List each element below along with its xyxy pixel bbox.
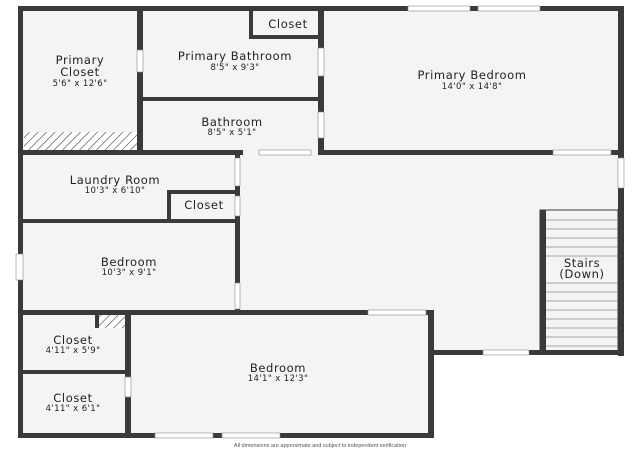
disclaimer: All dimensions are approximate and subje… [234, 443, 406, 449]
bedroom-left-dims: 10'3" x 9'1" [102, 268, 157, 278]
primary-bedroom-name: Primary Bedroom [417, 68, 526, 82]
bathroom-dims: 8'5" x 5'1" [208, 128, 257, 138]
closet-lower1-name: Closet [53, 333, 92, 347]
laundry-room-dims: 10'3" x 6'10" [85, 186, 146, 196]
stairs-name-2: (Down) [559, 267, 604, 281]
primary-closet-name-1: Primary [56, 53, 105, 67]
closet-lower1-dims: 4'11" x 5'9" [46, 346, 101, 356]
closet-top-name: Closet [268, 17, 307, 31]
bathroom-name: Bathroom [201, 115, 262, 129]
primary-closet-shelf [24, 132, 137, 152]
stairs-name-1: Stairs [564, 256, 600, 270]
closet-lower2-name: Closet [53, 391, 92, 405]
primary-bedroom-dims: 14'0" x 14'8" [442, 82, 503, 92]
primary-bathroom-dims: 8'5" x 9'3" [211, 63, 260, 73]
bedroom-bottom-dims: 14'1" x 12'3" [248, 374, 309, 384]
chase-hatch [97, 314, 127, 328]
floor-area [20, 8, 622, 436]
bedroom-left-name: Bedroom [101, 255, 157, 269]
primary-closet-name-2: Closet [60, 65, 99, 79]
primary-closet-dims: 5'6" x 12'6" [53, 79, 108, 89]
closet-mid-name: Closet [184, 198, 223, 212]
laundry-room-name: Laundry Room [70, 173, 160, 187]
closet-lower2-dims: 4'11" x 6'1" [46, 404, 101, 414]
primary-bathroom-name: Primary Bathroom [178, 49, 292, 63]
stairs-treads [539, 209, 619, 353]
bedroom-bottom-name: Bedroom [250, 361, 306, 375]
openings [15, 5, 625, 439]
